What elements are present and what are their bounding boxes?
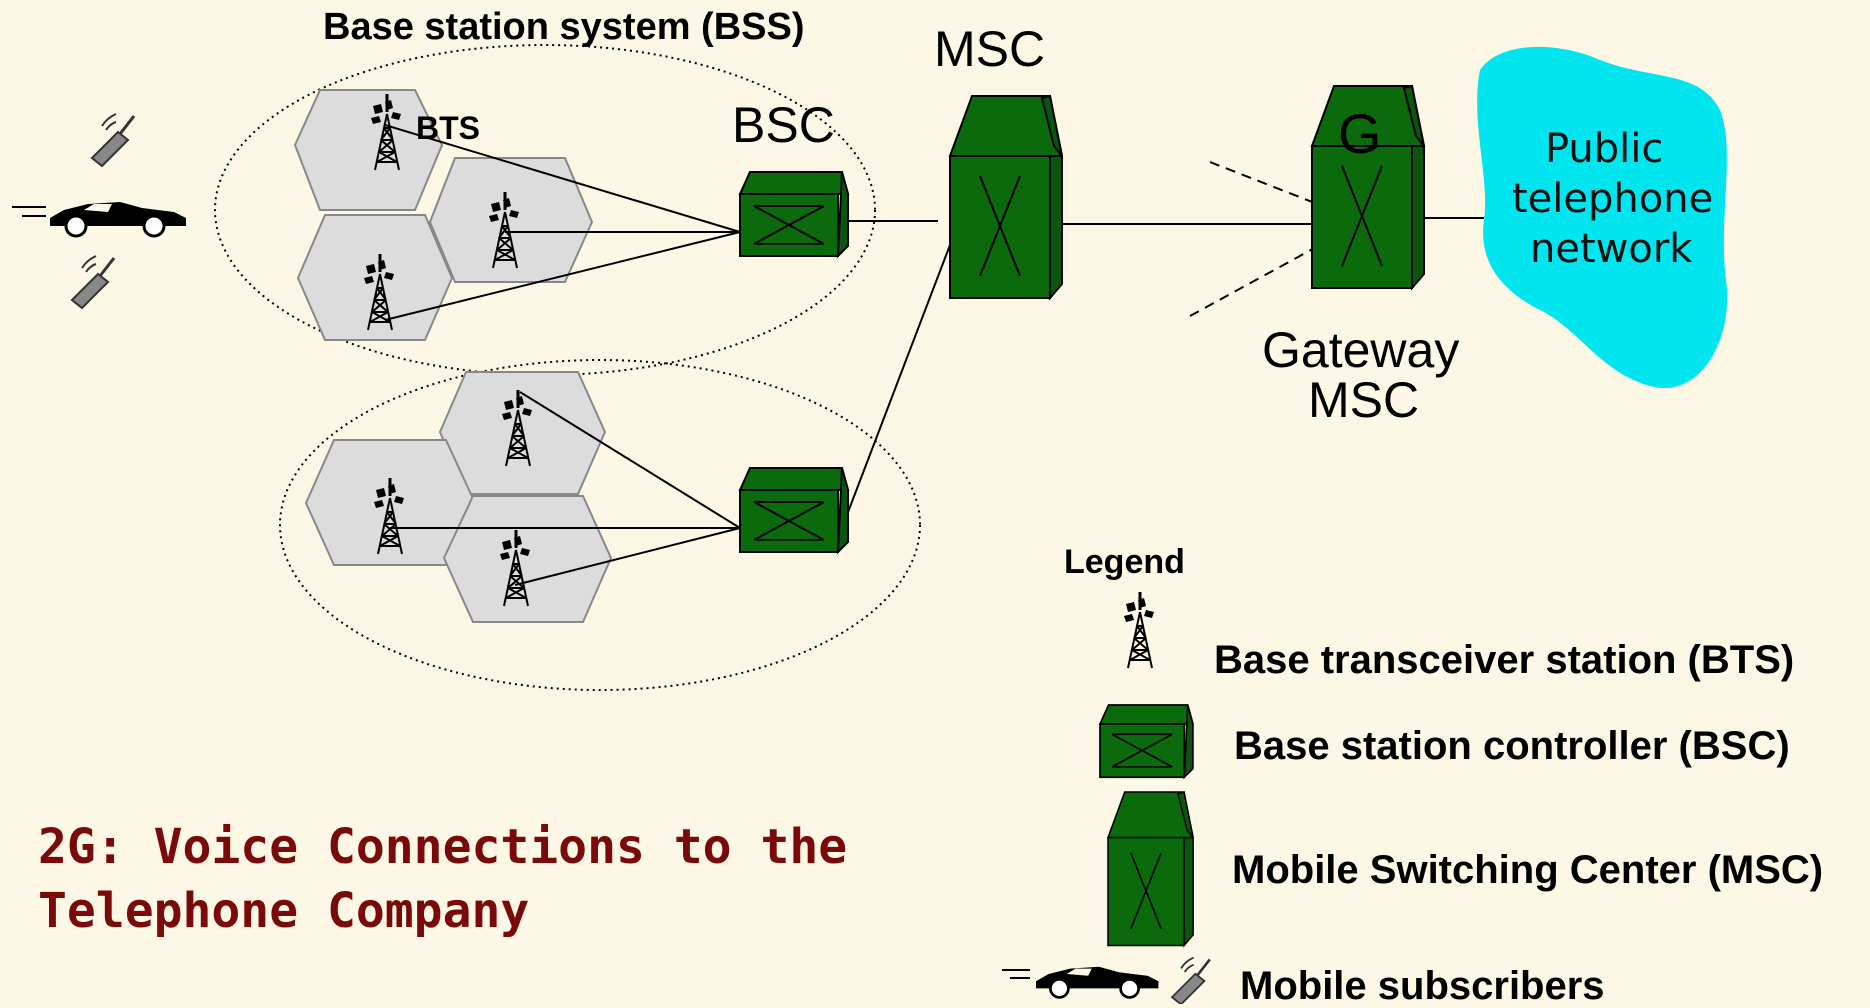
legend-item-bsc: Base station controller (BSC) [1234,724,1790,768]
other-network-link [1189,244,1321,317]
bsc-label: BSC [732,97,835,153]
legend-title: Legend [1064,543,1185,581]
mobile-phone-icon [70,254,116,310]
cell-hexagon [428,157,594,283]
legend-phone-icon [1170,956,1212,1004]
car-icon [48,200,188,238]
cell-hexagon [296,214,454,341]
msc-building-icon [949,95,1063,299]
bss-boundary-top [214,44,876,376]
bss-label: Base station system (BSS) [323,6,805,48]
legend-item-msc: Mobile Switching Center (MSC) [1232,848,1824,892]
cloud-label-line2: telephone [1512,176,1714,222]
msc-label: MSC [934,21,1046,77]
gateway-label-line1: Gateway [1262,322,1460,378]
legend-bts-tower-icon [1122,590,1156,670]
cloud-label-line3: network [1530,226,1693,272]
mobile-phone-icon [90,112,136,168]
legend-car-icon [1034,965,1160,999]
bts-bsc-links [384,124,1484,586]
bts-label: BTS [416,110,480,146]
cloud-label-line1: Public [1545,126,1664,172]
page-title: 2G: Voice Connections to the Telephone C… [38,815,847,943]
cell-hexagon [293,89,444,211]
page-title-line1: 2G: Voice Connections to the [38,819,848,875]
other-network-link [1209,161,1321,206]
legend-item-bts: Base transceiver station (BTS) [1214,638,1795,682]
legend-msc-building-icon [1107,791,1194,947]
bsc-hut-icon [739,467,849,553]
legend-bsc-hut-icon [1099,704,1194,779]
gateway-letter: G [1338,102,1382,165]
public-telephone-network-cloud [1477,46,1728,389]
bss-boundary-bottom [279,359,921,691]
bsc-hut-icon [739,171,849,257]
page-title-line2: Telephone Company [38,883,530,939]
gateway-label-line2: MSC [1308,372,1420,428]
legend-item-subscribers: Mobile subscribers [1240,964,1605,1008]
